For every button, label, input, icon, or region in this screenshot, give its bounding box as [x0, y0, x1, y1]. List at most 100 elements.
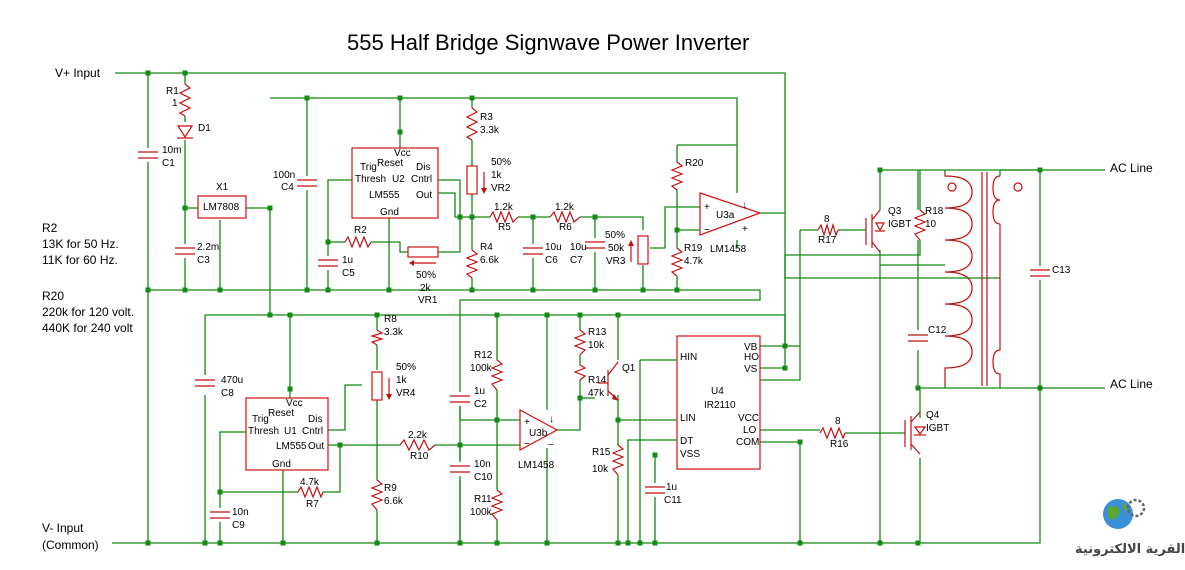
svg-text:10n: 10n	[232, 507, 249, 518]
svg-text:4.7k: 4.7k	[300, 477, 320, 488]
svg-text:U3a: U3a	[716, 210, 735, 221]
svg-text:10n: 10n	[474, 459, 491, 470]
svg-text:R10: R10	[410, 451, 429, 462]
capacitor-c11: 1u C11	[645, 482, 682, 506]
svg-text:10: 10	[925, 219, 937, 230]
capacitor-c13: C13	[1030, 265, 1071, 280]
svg-text:R17: R17	[818, 235, 837, 246]
svg-text:R20: R20	[685, 158, 704, 169]
svg-text:6.6k: 6.6k	[480, 255, 500, 266]
svg-text:LO: LO	[743, 425, 757, 436]
resistor-r13: R13 10k	[573, 327, 607, 356]
svg-text:1k: 1k	[396, 375, 408, 386]
svg-text:2.2m: 2.2m	[197, 242, 219, 253]
r20-note-240v: 440K for 240 volt	[42, 321, 133, 335]
svg-text:C12: C12	[928, 325, 947, 336]
capacitor-c5: 1u C5	[318, 255, 355, 279]
svg-text:10u: 10u	[570, 242, 587, 253]
svg-text:4.7k: 4.7k	[684, 256, 704, 267]
gate-driver-u4: HIN LIN DT VSS VB HO VS VCC LO COM U4 IR…	[676, 335, 761, 470]
svg-text:Reset: Reset	[268, 408, 294, 419]
svg-text:C10: C10	[474, 472, 493, 483]
igbt-q3: Q3 IGBT	[865, 206, 911, 253]
svg-text:Q3: Q3	[888, 206, 902, 217]
svg-text:C4: C4	[281, 182, 294, 193]
svg-text:Q4: Q4	[926, 410, 940, 421]
v-minus-label: V- Input	[42, 521, 84, 535]
r20-note-120v: 220k for 120 volt.	[42, 305, 134, 319]
svg-text:R16: R16	[830, 439, 849, 450]
ac-line-top-label: AC Line	[1110, 161, 1153, 175]
svg-text:10m: 10m	[162, 145, 181, 156]
svg-text:↓: ↓	[742, 200, 747, 211]
capacitor-c2: 1u C2	[450, 386, 487, 410]
svg-text:C11: C11	[664, 495, 682, 506]
resistor-r20: R20	[670, 158, 704, 191]
svg-text:R14: R14	[588, 375, 607, 386]
svg-text:VSS: VSS	[680, 449, 700, 460]
svg-text:8: 8	[824, 214, 830, 225]
svg-text:Gnd: Gnd	[272, 459, 291, 470]
svg-text:HO: HO	[744, 352, 759, 363]
resistor-r1: R1 1	[166, 83, 192, 117]
svg-text:VCC: VCC	[738, 413, 759, 424]
svg-text:1.2k: 1.2k	[555, 202, 575, 213]
svg-text:Reset: Reset	[377, 158, 403, 169]
resistor-r15: R15 10k	[592, 444, 625, 476]
junction-dots	[145, 70, 1043, 546]
svg-text:50%: 50%	[396, 362, 416, 373]
svg-text:C7: C7	[570, 255, 583, 266]
svg-text:+: +	[704, 202, 710, 213]
svg-text:LM1458: LM1458	[710, 244, 747, 255]
svg-text:R8: R8	[384, 314, 397, 325]
svg-text:IGBT: IGBT	[888, 219, 911, 230]
capacitor-c3: 2.2m C3	[175, 242, 219, 266]
transistor-q1: Q1	[598, 361, 636, 401]
potentiometer-vr4: 50% 1k VR4	[371, 362, 416, 401]
capacitor-c6: 10u C6	[523, 242, 562, 266]
svg-text:U4: U4	[711, 386, 724, 397]
svg-text:C9: C9	[232, 520, 245, 531]
svg-text:10k: 10k	[592, 464, 609, 475]
svg-text:R18: R18	[925, 206, 944, 217]
svg-text:10u: 10u	[545, 242, 562, 253]
timer-u2: Vcc Reset Trig Thresh U2 Dis Cntrl LM555…	[351, 147, 439, 219]
site-logo: القرية الالكترونية	[1075, 498, 1185, 557]
svg-text:50%: 50%	[491, 157, 511, 168]
svg-text:C2: C2	[474, 399, 487, 410]
svg-text:LM555: LM555	[369, 190, 400, 201]
svg-text:2.2k: 2.2k	[408, 430, 428, 441]
resistor-r8: R8 3.3k	[369, 314, 404, 346]
svg-text:X1: X1	[216, 182, 229, 193]
svg-text:Q1: Q1	[622, 363, 636, 374]
capacitor-c7: 10u C7	[570, 238, 605, 266]
capacitor-c8: 470u C8	[195, 375, 243, 399]
svg-text:C1: C1	[162, 158, 175, 169]
svg-text:Cntrl: Cntrl	[302, 426, 323, 437]
potentiometer-vr3: 50% 50k VR3	[605, 230, 649, 267]
svg-text:R4: R4	[480, 242, 493, 253]
svg-text:47k: 47k	[588, 388, 605, 399]
svg-text:R3: R3	[480, 112, 493, 123]
regulator-x1: LM7808 X1	[197, 182, 247, 219]
potentiometer-vr2: 50% 1k VR2	[466, 157, 511, 195]
upper-wires	[184, 73, 785, 315]
svg-text:↓: ↓	[549, 414, 554, 425]
svg-text:Dis: Dis	[416, 162, 430, 173]
svg-text:Trig: Trig	[252, 414, 269, 425]
resistor-r3: R3 3.3k	[465, 107, 500, 141]
svg-text:R5: R5	[498, 222, 511, 233]
svg-text:VR1: VR1	[418, 295, 438, 306]
svg-text:−: −	[548, 440, 554, 451]
rail-wires	[112, 72, 1105, 544]
svg-text:Gnd: Gnd	[380, 207, 399, 218]
svg-text:1: 1	[172, 98, 178, 109]
svg-text:R11: R11	[474, 494, 492, 505]
svg-text:R7: R7	[306, 499, 319, 510]
svg-text:Vcc: Vcc	[286, 398, 303, 409]
r2-note-60hz: 11K for 60 Hz.	[42, 253, 118, 267]
svg-text:6.6k: 6.6k	[384, 496, 404, 507]
svg-text:C13: C13	[1052, 265, 1071, 276]
capacitor-c12: C12	[908, 325, 947, 345]
